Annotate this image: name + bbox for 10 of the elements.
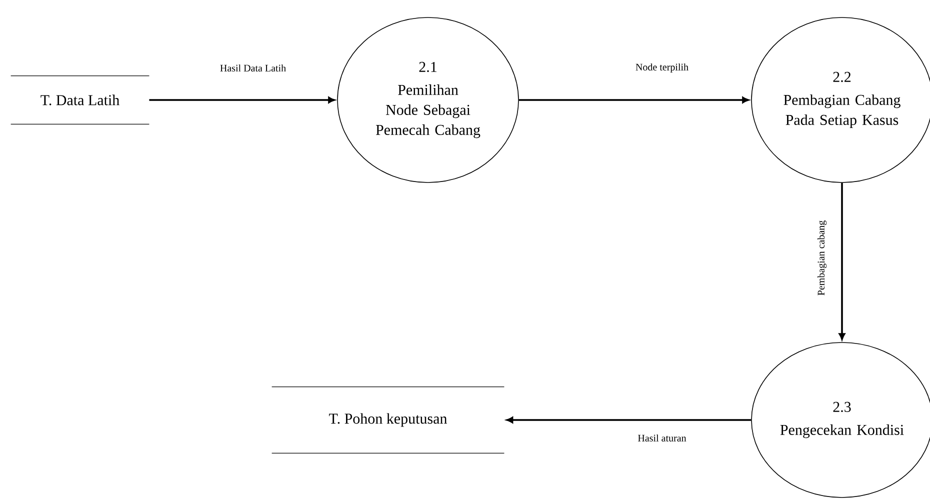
- edge-label: Hasil aturan: [636, 433, 688, 442]
- data-store: T. Pohon keputusan: [272, 386, 504, 454]
- edge-label: Hasil Data Latih: [218, 63, 288, 72]
- data-store: T. Data Latih: [10, 76, 150, 124]
- edge-label: Pembagian cabang: [816, 219, 828, 297]
- arrow: [838, 182, 846, 340]
- arrow: [506, 416, 752, 424]
- arrow: [518, 96, 749, 104]
- arrow: [149, 96, 335, 104]
- edge-label: Node terpilih: [634, 62, 690, 74]
